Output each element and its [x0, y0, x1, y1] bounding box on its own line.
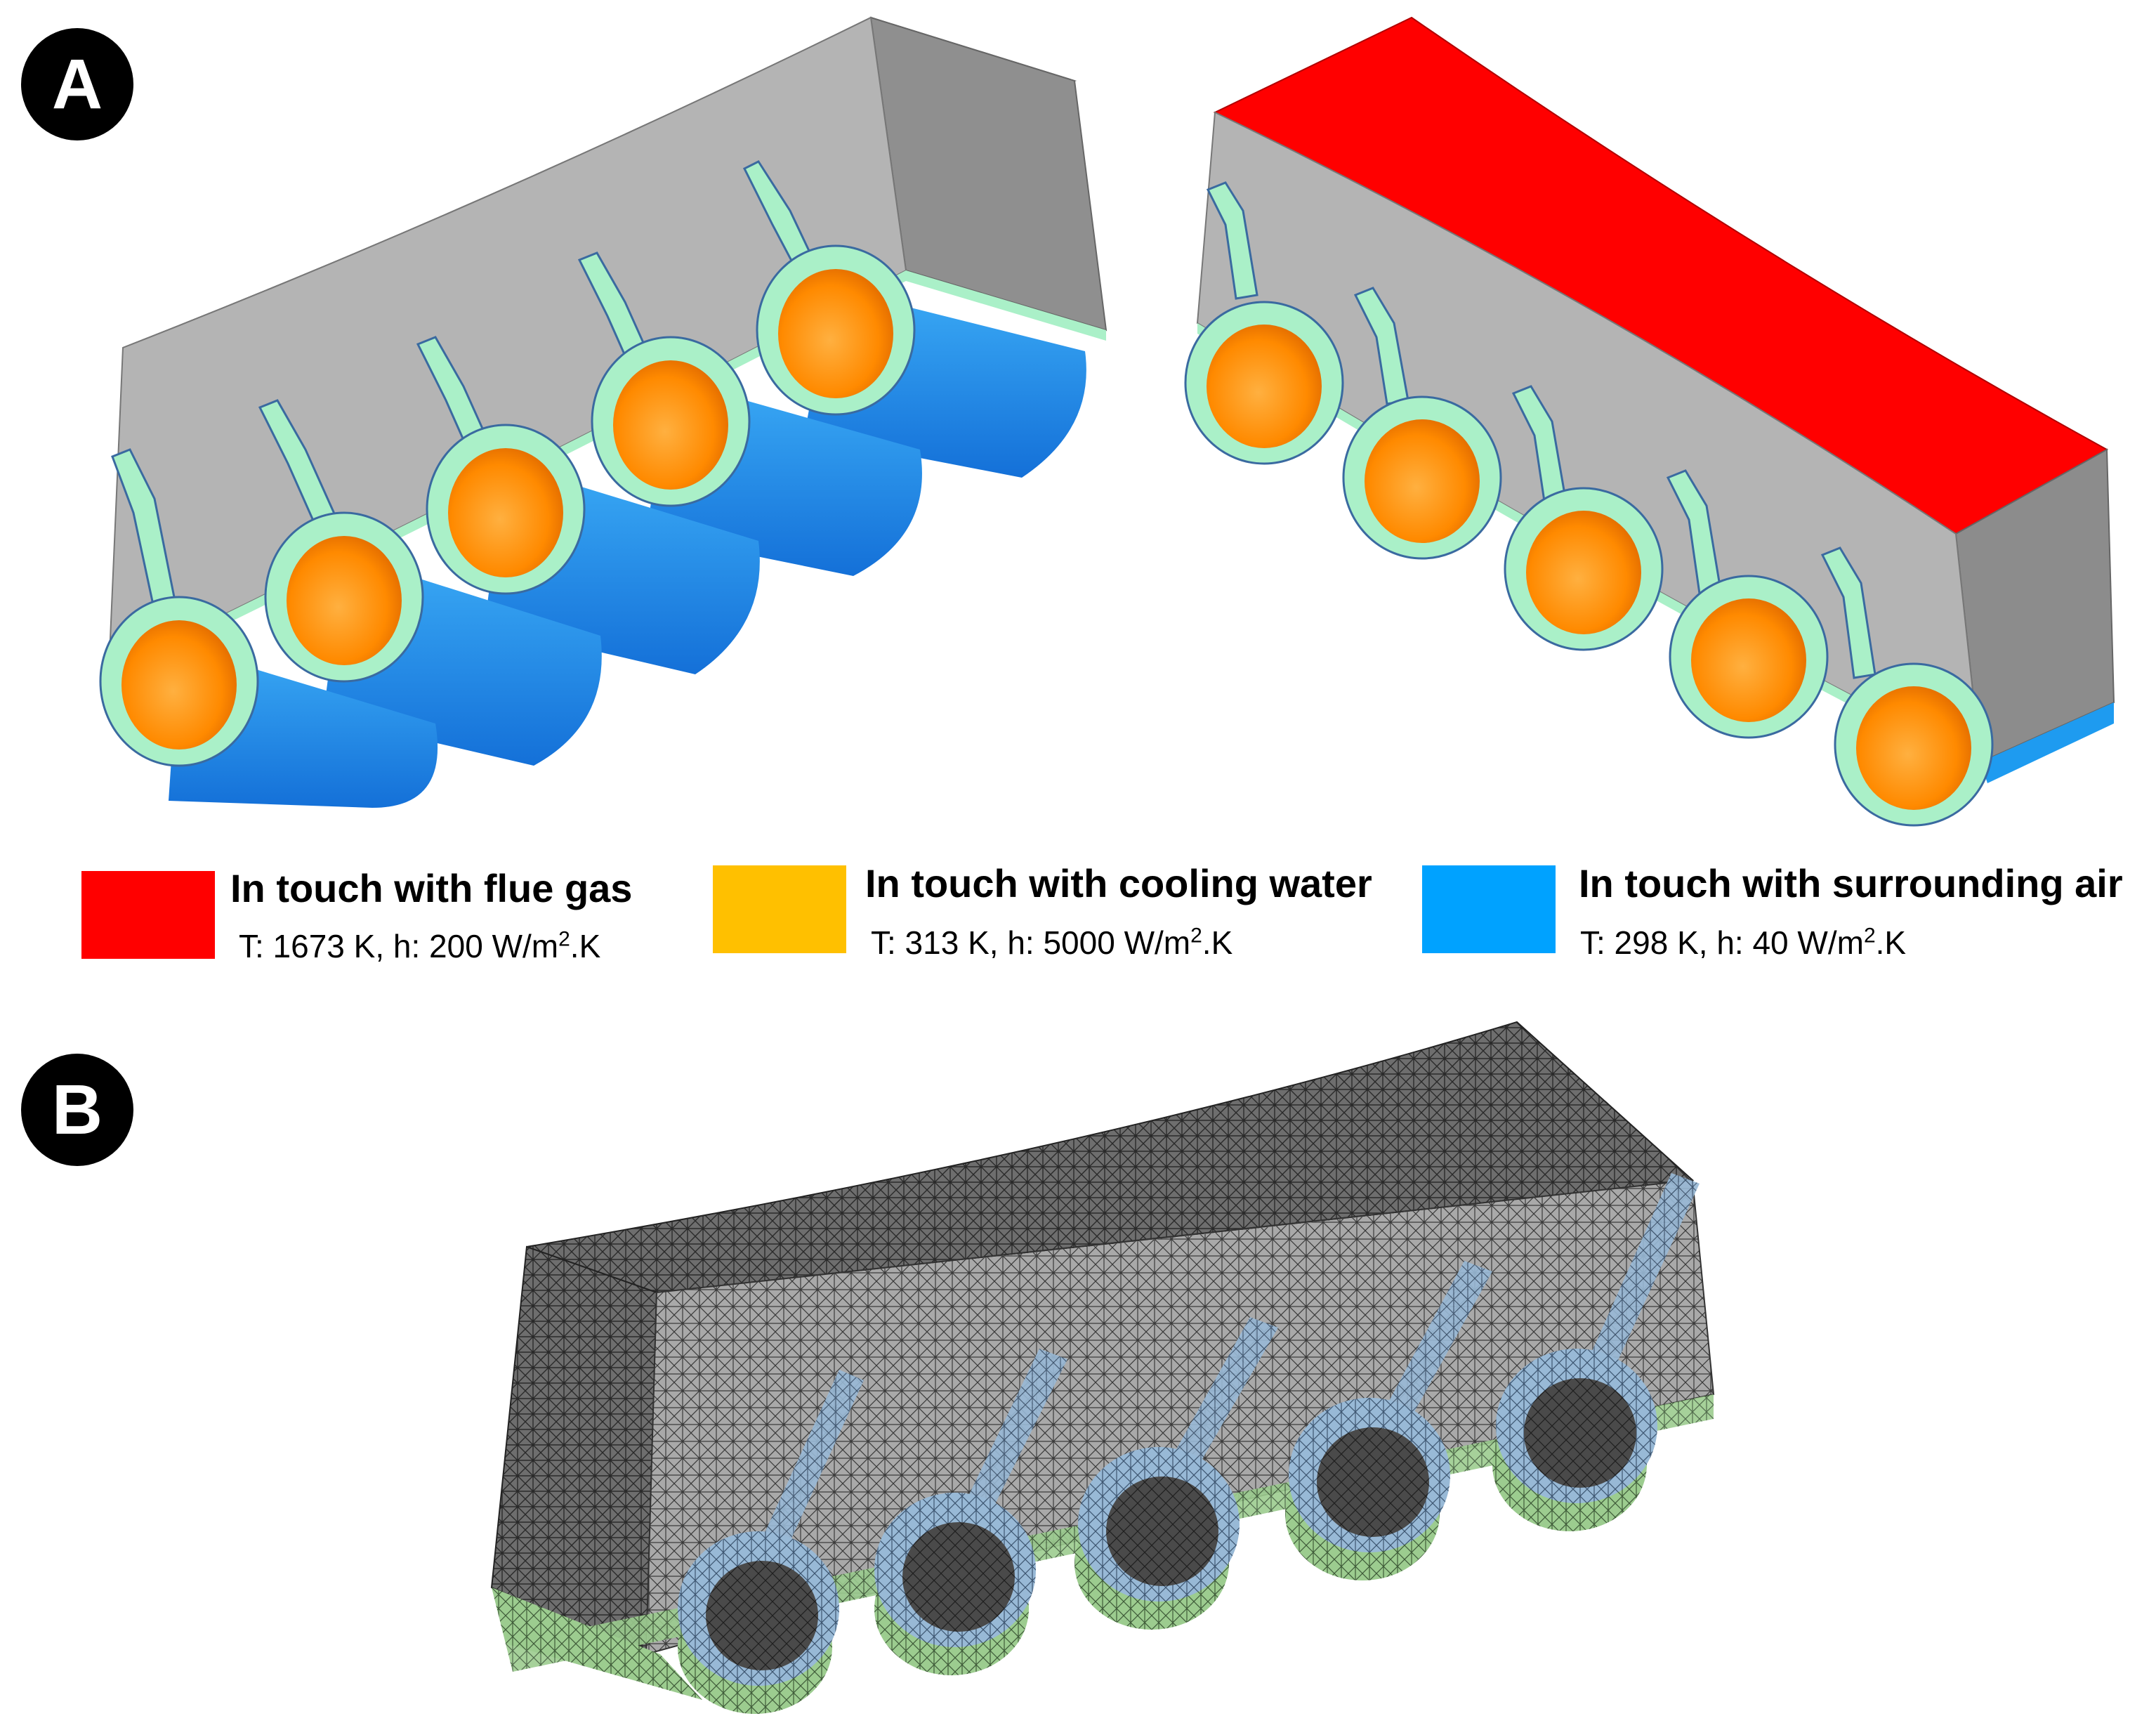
tube-a-right-1: [1184, 181, 1344, 465]
geometry-a-right: [1184, 16, 2115, 827]
tubes-a-right: [1184, 181, 1994, 827]
tube-a-right-3: [1504, 385, 1664, 651]
tubes-a-left: [99, 160, 916, 767]
tube-a-right-2: [1342, 287, 1502, 560]
legend-sub-flue-gas: T: 1673 K, h: 200 W/m2.K: [239, 927, 601, 964]
legend-swatch-cooling-water: [713, 865, 846, 953]
legend-swatch-surrounding-air: [1422, 865, 1556, 953]
legend-sub-cooling-water: T: 313 K, h: 5000 W/m2.K: [871, 924, 1233, 961]
tube-a-right-4: [1666, 469, 1829, 739]
tube-a-left-1: [99, 448, 259, 767]
tube-a-left-3: [416, 336, 586, 595]
mesh-b: [490, 1021, 1715, 1714]
legend-title-flue-gas: In touch with flue gas: [230, 866, 633, 910]
tube-a-left-2: [258, 399, 424, 683]
legend-sub-surrounding-air: T: 298 K, h: 40 W/m2.K: [1580, 924, 1907, 961]
tube-a-right-5: [1820, 546, 1994, 827]
tube-a-left-5: [742, 160, 916, 416]
panel-label-b: B: [21, 1054, 133, 1166]
mesh-tubes: [678, 1173, 1700, 1686]
geometry-a-left: [99, 16, 1107, 808]
legend-title-cooling-water: In touch with cooling water: [865, 861, 1372, 905]
tube-a-left-4: [577, 251, 751, 507]
legend-title-surrounding-air: In touch with surrounding air: [1579, 861, 2123, 905]
panel-label-a: A: [21, 28, 133, 140]
legend-swatch-flue-gas: [81, 871, 215, 959]
